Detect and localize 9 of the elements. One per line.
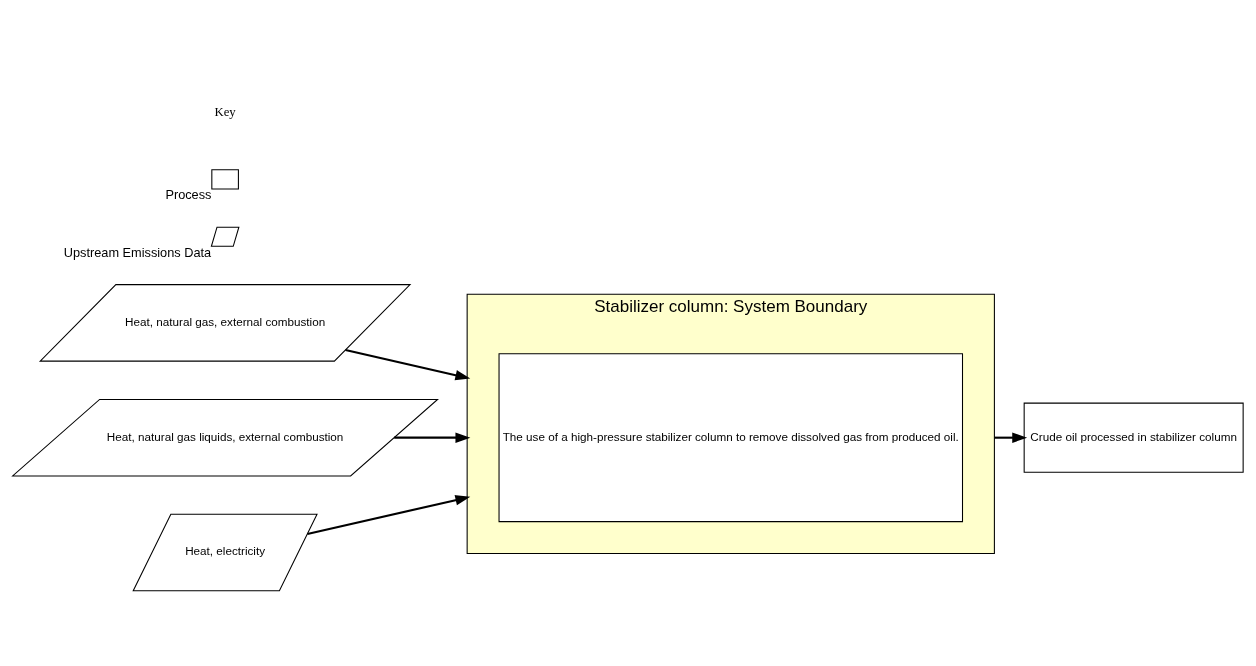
node-box: The use of a high-pressure stabilizer column to remove dissolved gas from produced oil. (498, 352, 964, 522)
arrow (345, 348, 471, 380)
arrow (394, 431, 471, 443)
node-box: Crude oil processed in stabilizer column (1023, 402, 1244, 473)
arrow (307, 494, 471, 535)
legend-label: Upstream Emissions Data (63, 244, 212, 260)
label: Key (214, 104, 236, 119)
legend-label: Process (165, 186, 212, 202)
arrow (994, 431, 1028, 443)
